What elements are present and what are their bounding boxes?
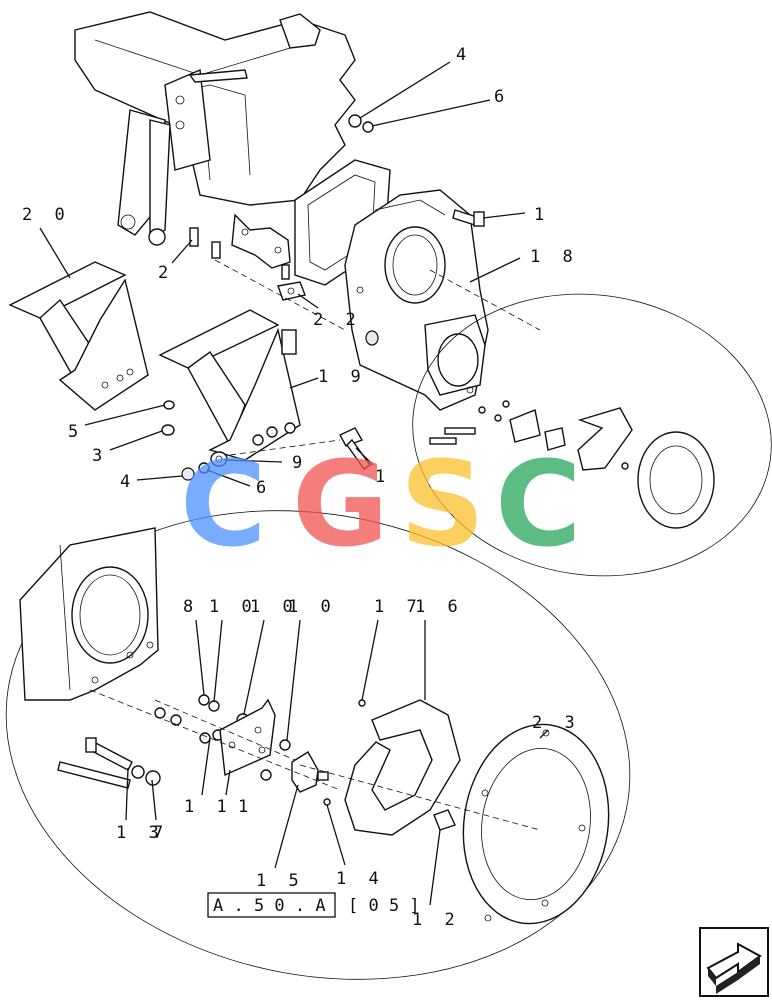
callout-18: 1 8 [530, 247, 579, 267]
callout-9: 9 [292, 453, 308, 473]
leader-lines [39, 61, 549, 906]
callout-15: 1 5 [256, 871, 305, 891]
watermark-letter-s: S [400, 435, 485, 573]
callout-labels: 4 6 1 2 0 1 8 2 2 2 1 9 5 3 9 1 4 6 8 1 … [22, 45, 581, 930]
chassis-frame [74, 11, 356, 246]
callout-16: 1 6 [415, 597, 464, 617]
callout-6-bot: 6 [256, 478, 272, 498]
callout-5: 5 [68, 422, 84, 442]
callout-10-a: 1 0 [209, 597, 258, 617]
nut-washer-top [348, 114, 374, 133]
callout-10-b: 1 0 [250, 597, 299, 617]
callout-17: 1 7 [374, 597, 423, 617]
reference-code-text: A . 5 0 . A [213, 896, 326, 916]
callout-6-top: 6 [494, 87, 510, 107]
callout-12: 1 2 [412, 910, 461, 930]
watermark-letter-c2: C [495, 435, 582, 573]
support-bracket-19 [158, 309, 301, 461]
gearbox-housing [344, 189, 489, 411]
reference-bracket-text: [ 0 5 ] [348, 896, 420, 916]
callout-11-b: 1 [238, 797, 254, 817]
callout-8: 8 [183, 597, 199, 617]
callout-7: 7 [153, 823, 169, 843]
nuts-washers-left [161, 400, 228, 481]
assembly-center-lines [89, 259, 541, 831]
callout-10-c: 1 0 [288, 597, 337, 617]
callout-11-a: 1 1 [184, 797, 233, 817]
callout-22: 2 2 [313, 310, 362, 330]
reference-code: A . 5 0 . A [ 0 5 ] [207, 892, 420, 918]
callout-4-top: 4 [456, 45, 472, 65]
callout-23: 2 3 [532, 713, 581, 733]
callout-14: 1 4 [336, 869, 385, 889]
bolt-top [452, 209, 485, 227]
callout-13: 1 3 [116, 823, 165, 843]
mount-bracket-small [189, 213, 306, 301]
watermark-letter-c1: C [180, 435, 267, 573]
next-page-arrow-icon[interactable] [699, 927, 769, 997]
watermark-letter-g: G [292, 435, 389, 573]
callout-1-mid: 1 [375, 467, 391, 487]
watermark-cgsc: C G S C [180, 435, 582, 573]
callout-3: 3 [92, 446, 108, 466]
callout-4-bot: 4 [120, 472, 136, 492]
detail-circle-upper [412, 293, 772, 577]
callout-19: 1 9 [318, 367, 367, 387]
support-bracket-20 [8, 261, 149, 411]
callout-1-top: 1 [534, 205, 550, 225]
callout-20: 2 0 [22, 205, 71, 225]
callout-2: 2 [158, 263, 174, 283]
